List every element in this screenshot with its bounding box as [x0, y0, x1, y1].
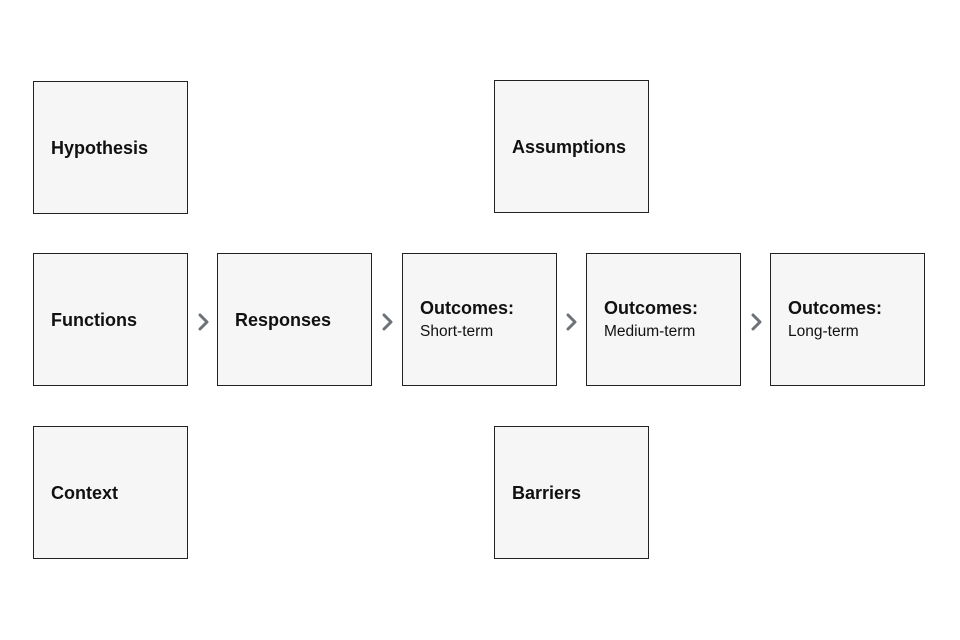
assumptions-label: Assumptions — [512, 136, 627, 157]
chevron-right-icon — [750, 313, 764, 331]
context-label: Context — [51, 482, 118, 503]
outcomes-long-term-box: Outcomes: Long-term — [770, 253, 925, 386]
hypothesis-label: Hypothesis — [51, 137, 149, 158]
barriers-label: Barriers — [512, 482, 582, 503]
chevron-right-icon — [197, 313, 211, 331]
outcomes-medium-term-subtitle: Medium-term — [604, 323, 696, 340]
outcomes-medium-term-box: Outcomes: Medium-term — [586, 253, 741, 386]
barriers-box: Barriers — [494, 426, 649, 559]
chevron-right-icon — [565, 313, 579, 331]
outcomes-medium-term-title: Outcomes: — [604, 298, 699, 318]
responses-box: Responses — [217, 253, 372, 386]
outcomes-long-term-subtitle: Long-term — [788, 323, 859, 340]
outcomes-short-term-box: Outcomes: Short-term — [402, 253, 557, 386]
functions-box: Functions — [33, 253, 188, 386]
outcomes-short-term-subtitle: Short-term — [420, 323, 494, 340]
chevron-right-icon — [381, 313, 395, 331]
outcomes-long-term-title: Outcomes: — [788, 298, 883, 318]
functions-label: Functions — [51, 309, 137, 330]
outcomes-short-term-title: Outcomes: — [420, 298, 515, 318]
responses-label: Responses — [235, 309, 332, 330]
assumptions-box: Assumptions — [494, 80, 649, 213]
hypothesis-box: Hypothesis — [33, 81, 188, 214]
context-box: Context — [33, 426, 188, 559]
